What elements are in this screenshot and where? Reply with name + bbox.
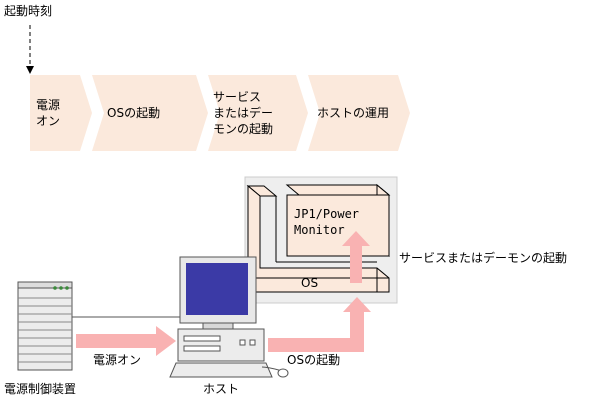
step-label-service-start: サービス またはデー モンの起動 — [213, 90, 274, 136]
power-device-label: 電源制御装置 — [4, 382, 77, 396]
host-label: ホスト — [203, 382, 240, 396]
step-label-os-boot: OSの起動 — [107, 106, 161, 120]
power-control-device — [17, 281, 73, 371]
os-label: OS — [301, 276, 319, 290]
app-label: JP1/Power Monitor — [294, 207, 360, 237]
start-time-label: 起動時刻 — [4, 4, 53, 18]
step-chevron-host-operation — [308, 75, 410, 151]
app-box-top — [285, 184, 391, 196]
step-chevron-os-boot — [92, 75, 208, 151]
os-boot-label: OSの起動 — [287, 353, 341, 367]
step-chevron-power-on — [30, 75, 92, 151]
step-label-host-operation: ホストの運用 — [317, 106, 390, 120]
power-on-arrow — [76, 326, 176, 356]
os-boot-arrow — [268, 297, 371, 352]
step-chevron-service-start — [208, 75, 308, 151]
app-box-front — [286, 194, 390, 257]
service-start-label: サービスまたはデーモンの起動 — [399, 251, 568, 265]
start-time-arrowhead — [26, 66, 34, 74]
service-start-arrow — [342, 231, 370, 283]
step-label-power-on: 電源 オン — [36, 98, 61, 128]
host-pc — [169, 256, 289, 378]
power-on-label: 電源オン — [93, 353, 142, 367]
os-block-front — [247, 184, 390, 293]
